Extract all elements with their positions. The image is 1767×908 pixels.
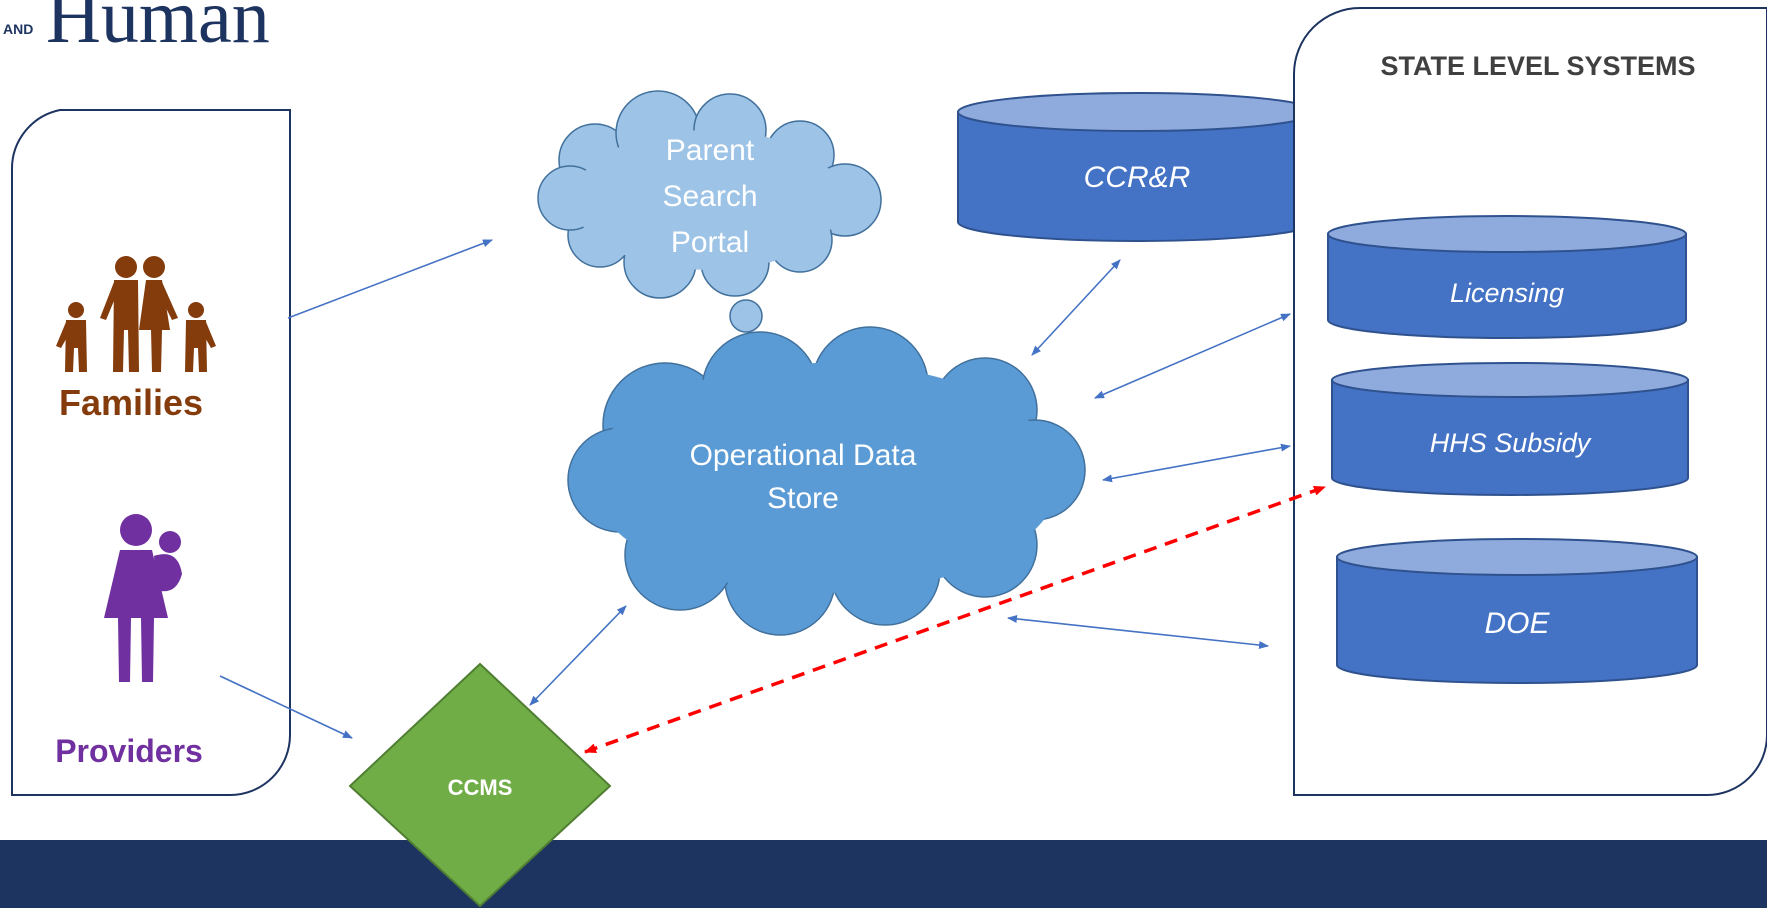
thought-bubble-large [729, 299, 763, 333]
arrow-ods-doe [1007, 614, 1269, 650]
agency-logo: AND Human [3, 0, 270, 59]
licensing-database: Licensing [1327, 215, 1687, 339]
parent-search-portal-cloud: Parent Search Portal [537, 90, 882, 376]
ccms-node: CCMS [348, 662, 612, 908]
licensing-label: Licensing [1450, 278, 1564, 308]
stakeholders-panel: Families Providers [10, 109, 291, 796]
state-panel-title: STATE LEVEL SYSTEMS [1380, 51, 1695, 81]
families-label: Families [59, 382, 203, 423]
ccms-label: CCMS [448, 775, 513, 800]
state-level-systems-panel: STATE LEVEL SYSTEMS Licensing HHS Subsid… [1293, 7, 1767, 796]
ods-line-2: Store [767, 482, 839, 515]
hhs-subsidy-database: HHS Subsidy [1331, 362, 1689, 496]
arrow-ods-ccrr [1031, 259, 1121, 356]
providers-label: Providers [55, 733, 203, 769]
stakeholders-panel-border [10, 109, 291, 796]
family-icon [56, 256, 216, 372]
arrow-ods-subsidy [1102, 443, 1291, 483]
arrow-providers-to-ccms [219, 675, 353, 739]
hhs-subsidy-label: HHS Subsidy [1430, 428, 1592, 458]
ccrr-label: CCR&R [1084, 161, 1191, 194]
mother-child-icon [104, 514, 182, 682]
doe-label: DOE [1484, 607, 1550, 640]
arrow-ods-licensing [1094, 313, 1291, 399]
parent-portal-line-2: Search [662, 180, 757, 213]
operational-data-store-cloud: Operational Data Store [567, 326, 1086, 636]
parent-portal-line-1: Parent [666, 134, 755, 167]
logo-word: Human [46, 0, 270, 59]
logo-prefix: AND [3, 21, 33, 37]
footer-bar [0, 840, 1767, 908]
ods-line-1: Operational Data [690, 439, 917, 472]
parent-portal-line-3: Portal [671, 226, 749, 259]
ccrr-database: CCR&R [957, 92, 1317, 242]
arrow-ods-ccms [529, 605, 627, 706]
arrow-families-to-portal [287, 239, 493, 319]
doe-database: DOE [1336, 538, 1698, 684]
